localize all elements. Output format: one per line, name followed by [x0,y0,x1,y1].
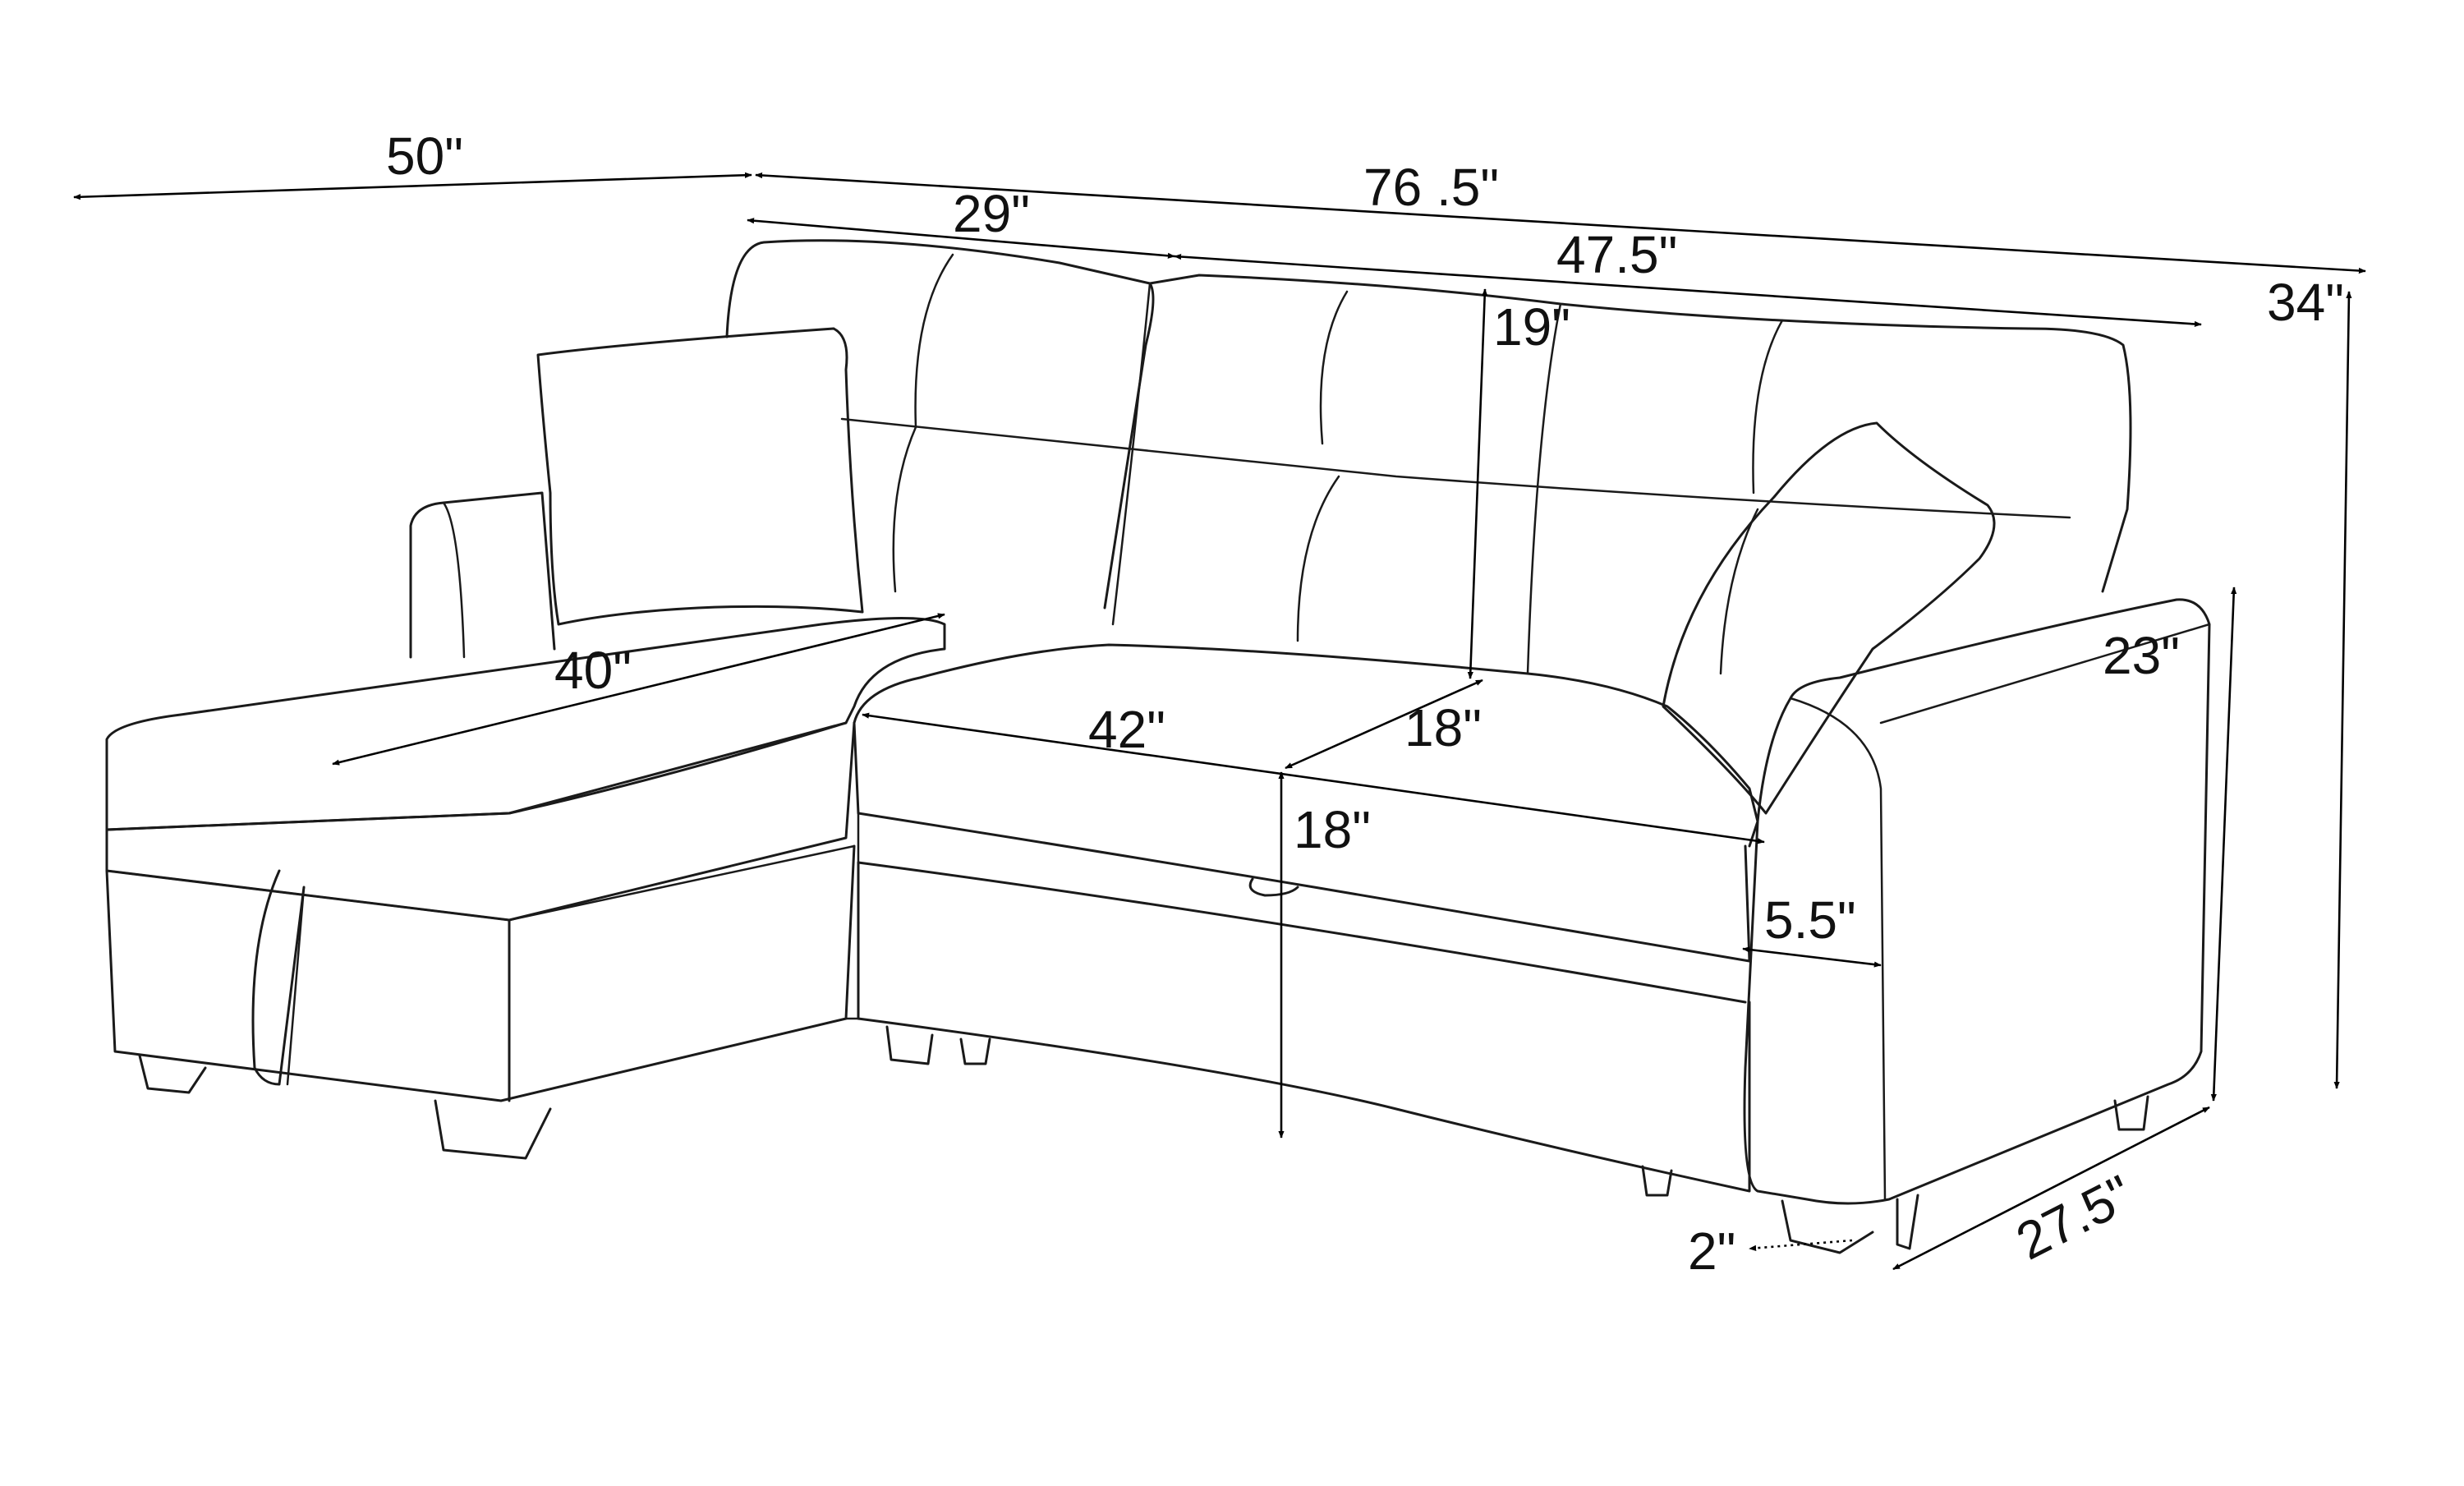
dim-line-23in [2210,587,2237,1102]
label-19in: 19" [1493,297,1570,357]
label-42in: 42" [1088,700,1165,759]
dim-line-47-5in [1174,253,2202,328]
label-18in-depth: 18" [1404,698,1482,757]
label-23in: 23" [2103,626,2180,685]
dimension-labels: 50" 76 .5" 29" 47.5" 19" 34" 40" 23" 42"… [386,127,2344,1281]
label-34in: 34" [2267,273,2344,332]
dim-line-50in [73,172,752,200]
dimension-lines [73,172,2366,1271]
label-2in: 2" [1688,1221,1735,1281]
label-47-5in: 47.5" [1556,225,1677,284]
label-50in: 50" [386,127,463,186]
dim-line-5-5in [1742,946,1882,968]
label-40in: 40" [554,641,632,700]
dim-line-42in [862,712,1765,844]
label-29in: 29" [953,184,1030,243]
dim-line-29in [747,218,1175,259]
dim-line-19in [1467,288,1488,679]
dim-line-2in [1749,1239,1853,1251]
dim-line-27-5in [1892,1106,2210,1271]
sofa-outline [105,239,2211,1254]
label-5-5in: 5.5" [1764,890,1856,950]
label-27-5in: 27.5" [2007,1163,2142,1271]
label-76-5in: 76 .5" [1363,158,1499,217]
dim-line-18in-depth [1285,679,1483,770]
label-18in-height: 18" [1294,800,1371,859]
dim-line-34in [2333,291,2352,1089]
dim-line-40in [332,613,945,766]
